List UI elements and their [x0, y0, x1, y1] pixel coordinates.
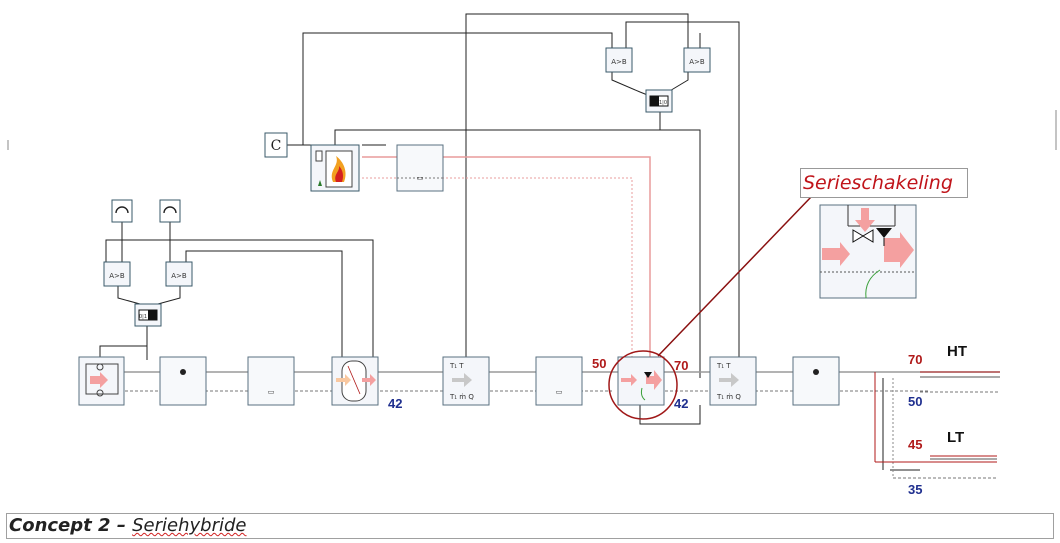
- sensor-1[interactable]: [111, 199, 133, 223]
- series-valve-block[interactable]: [617, 356, 665, 406]
- callout-leader: [657, 195, 813, 357]
- ht-label: HT: [947, 343, 967, 360]
- temperature-sensor-block-1[interactable]: T₁ T T₁ ṁ Q: [442, 356, 490, 406]
- outlet-temperature-label: 70: [674, 358, 688, 373]
- heater-block[interactable]: [310, 144, 360, 192]
- switch-label: 1|0: [659, 100, 667, 106]
- ht-return-temperature: 50: [908, 394, 922, 409]
- ht-supply-temperature: 70: [908, 352, 922, 367]
- sensor-glyph: T₁ ṁ Q: [716, 393, 741, 401]
- constant-block[interactable]: C: [264, 132, 288, 158]
- comparator-label: A>B: [171, 272, 187, 280]
- lt-return-temperature: 35: [908, 482, 922, 497]
- temperature-sensor-block-2[interactable]: T₁ T T₁ ṁ Q: [709, 356, 757, 406]
- comparator-label: A>B: [689, 58, 705, 66]
- constant-label: C: [271, 138, 282, 154]
- inlet-temperature-label: 50: [592, 356, 606, 371]
- sensor-glyph: T₁ ṁ Q: [449, 393, 474, 401]
- series-valve-detail: [819, 204, 917, 299]
- pipe-block-glyph: ▭: [556, 388, 563, 396]
- pipe-block-glyph: ▭: [268, 388, 275, 396]
- comparator-label: A>B: [109, 272, 125, 280]
- lt-label: LT: [947, 429, 964, 446]
- pipe-block-1[interactable]: ▭: [247, 356, 295, 406]
- comparator-block-3[interactable]: A>B: [605, 47, 633, 73]
- control-wiring: [99, 13, 920, 471]
- pump-loop-block[interactable]: [78, 356, 125, 406]
- callout-label: Serieschakeling: [800, 168, 968, 198]
- pump-block-1[interactable]: [159, 356, 207, 406]
- return-temperature-label-1: 42: [388, 396, 402, 411]
- switch-label: 0|1: [139, 314, 147, 320]
- switch-block-1[interactable]: 0|1: [134, 303, 162, 327]
- pipe-block-glyph: ▭: [417, 174, 424, 182]
- comparator-label: A>B: [611, 58, 627, 66]
- sensor-2[interactable]: [159, 199, 181, 223]
- comparator-block-4[interactable]: A>B: [683, 47, 711, 73]
- caption-subtitle: Seriehybride: [132, 515, 247, 536]
- comparator-block-2[interactable]: A>B: [165, 261, 193, 287]
- sensor-glyph: T₁ T: [449, 362, 464, 370]
- pipe-block-2[interactable]: ▭: [535, 356, 583, 406]
- pipe-block-heater-out[interactable]: ▭: [396, 144, 444, 192]
- storage-tank-block[interactable]: [331, 356, 379, 406]
- caption-title: Concept 2: [9, 515, 111, 536]
- sensor-glyph: T₁ T: [716, 362, 731, 370]
- series-valve-highlight: [608, 350, 678, 420]
- pump-block-2[interactable]: [792, 356, 840, 406]
- caption-separator: –: [110, 515, 133, 536]
- figure-caption: Concept 2 – Seriehybride: [6, 513, 1054, 539]
- heater-red-pipe: [362, 156, 651, 372]
- return-temperature-label-2: 42: [674, 396, 688, 411]
- comparator-block-1[interactable]: A>B: [103, 261, 131, 287]
- lt-supply-temperature: 45: [908, 437, 922, 452]
- ht-distribution: [874, 371, 1000, 479]
- switch-block-2[interactable]: 1|0: [645, 89, 673, 113]
